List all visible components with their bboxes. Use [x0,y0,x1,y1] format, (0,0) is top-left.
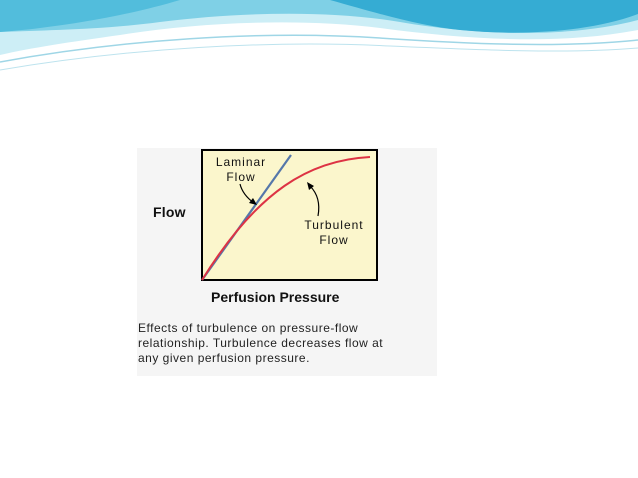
laminar-label-line2: Flow [226,170,256,184]
turbulent-label-line1: Turbulent [304,218,364,232]
turbulent-flow-label: Turbulent Flow [296,218,372,248]
figure-caption: Effects of turbulence on pressure-flow r… [138,321,434,366]
header-wave-dark [330,0,638,33]
y-axis-label: Flow [153,204,186,220]
caption-line2: relationship. Turbulence decreases flow … [138,336,384,350]
laminar-flow-label: Laminar Flow [208,155,274,185]
laminar-arrowhead [249,198,257,205]
caption-line3: any given perfusion pressure. [138,351,310,365]
plot-area [201,149,378,281]
turbulent-pointer-arrow [309,185,320,217]
header-wave-line [0,34,638,63]
header-wave-left [0,0,180,32]
turbulent-label-line2: Flow [319,233,349,247]
header-wave-line-2 [0,43,638,71]
x-axis-label: Perfusion Pressure [211,289,340,305]
laminar-label-line1: Laminar [215,155,267,169]
turbulent-flow-curve [201,156,371,281]
turbulent-arrowhead [307,182,314,190]
caption-line1: Effects of turbulence on pressure-flow [138,321,359,335]
